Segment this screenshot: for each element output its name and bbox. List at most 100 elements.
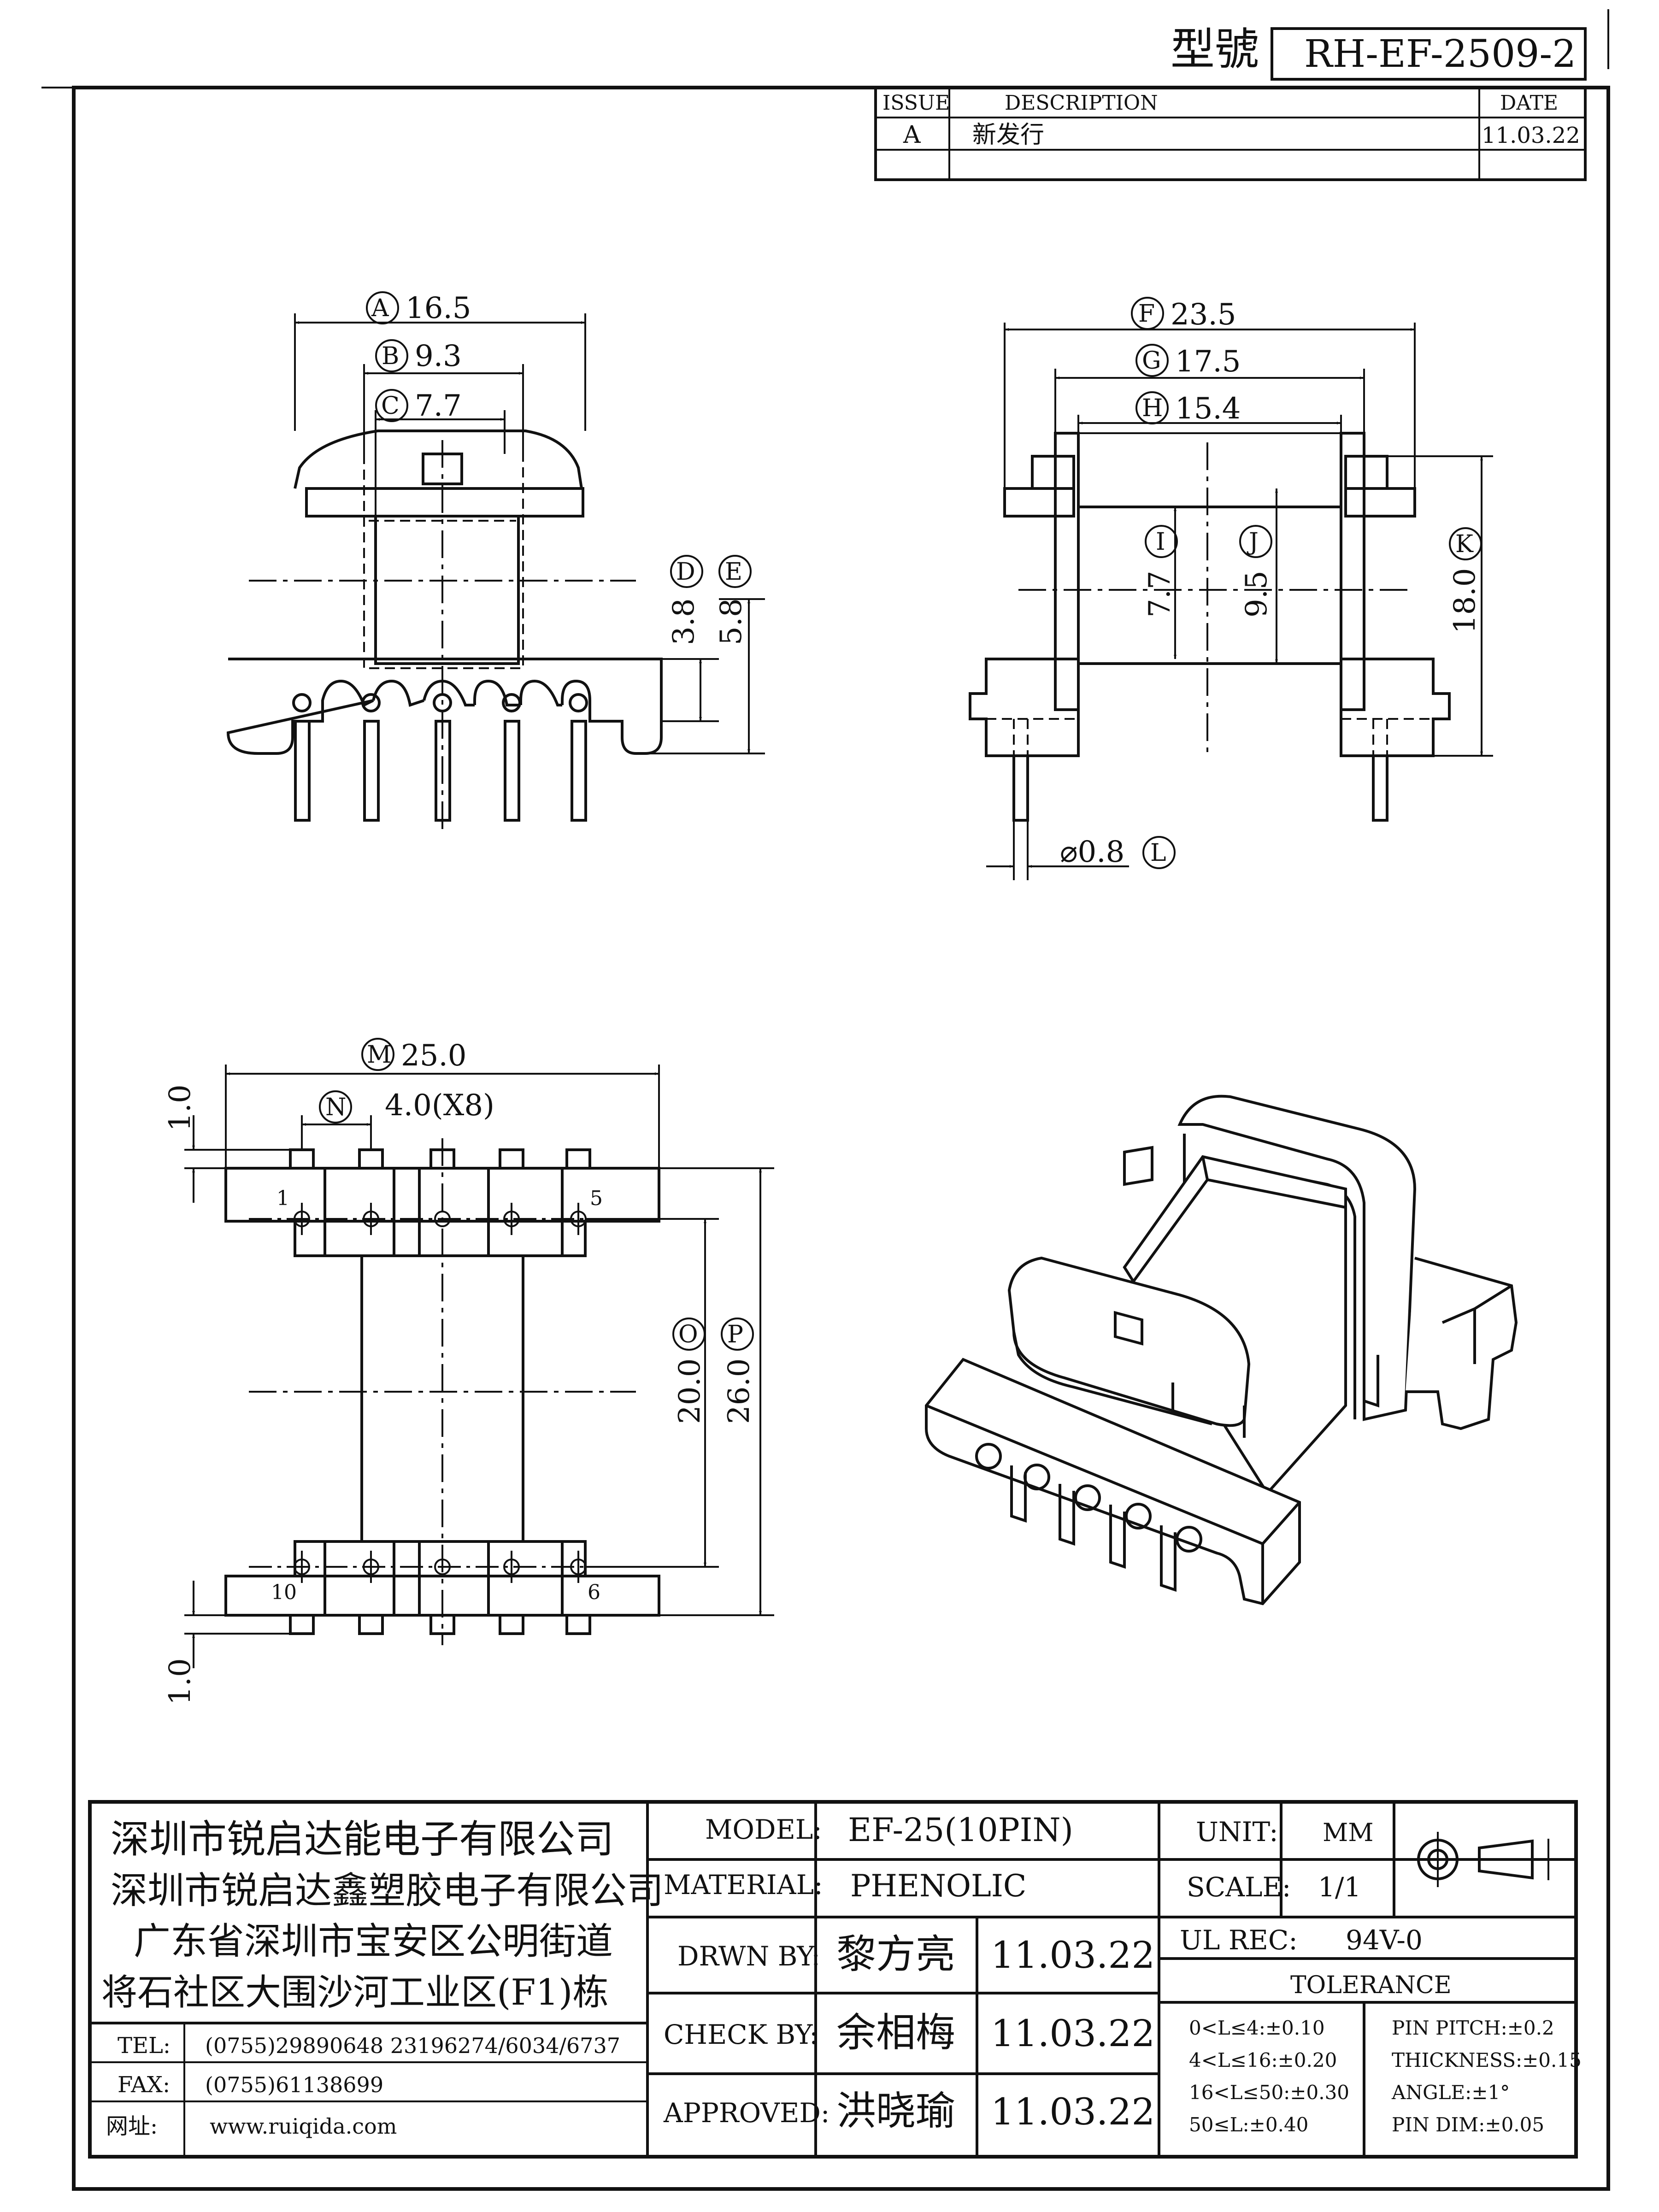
- svg-text:H: H: [1142, 394, 1163, 422]
- svg-text:O: O: [678, 1321, 698, 1348]
- fax-label: FAX:: [118, 2072, 170, 2098]
- drawn-name: 黎方亮: [836, 1931, 955, 1977]
- svg-text:J: J: [1247, 528, 1259, 556]
- scale-label: SCALE:: [1187, 1871, 1291, 1903]
- projection-symbol-icon: [1410, 1832, 1553, 1887]
- dim-M: M 25.0: [361, 1038, 467, 1073]
- dim-B: B 9.3: [375, 339, 462, 373]
- company-line-4: 将石社区大围沙河工业区(F1)栋: [101, 1972, 609, 2013]
- dim-G-value: 17.5: [1175, 345, 1241, 379]
- tol-right-4: PIN DIM:±0.05: [1392, 2113, 1544, 2136]
- dim-K: K 18.0: [1448, 527, 1482, 634]
- company-line-3: 广东省深圳市宝安区公明街道: [134, 1920, 613, 1963]
- rev-col-issue: ISSUE: [882, 91, 950, 115]
- svg-text:P: P: [727, 1321, 743, 1348]
- pin-label-6: 6: [588, 1581, 600, 1604]
- dim-L: ⌀0.8 L: [1060, 835, 1176, 869]
- dim-O: O 20.0: [672, 1318, 707, 1424]
- model-number-label: 型號: [1171, 24, 1259, 75]
- web-value: www.ruiqida.com: [210, 2114, 397, 2139]
- tolerance-label: TOLERANCE: [1290, 1971, 1452, 1999]
- dim-A-value: 16.5: [406, 291, 471, 325]
- tol-left-3: 16<L≤50:±0.30: [1189, 2081, 1349, 2104]
- dim-G: G 17.5: [1135, 344, 1241, 379]
- drawn-label: DRWN BY:: [677, 1941, 820, 1972]
- side-view: F 23.5 G 17.5 H 15.4 I 7.7 J 9.5: [969, 297, 1493, 880]
- ul-value: 94V-0: [1346, 1924, 1423, 1956]
- dim-E: E 5.8: [714, 555, 752, 645]
- isometric-view: [925, 1094, 1518, 1606]
- rev-row-description: 新发行: [972, 121, 1044, 149]
- company-line-2: 深圳市锐启达鑫塑胶电子有限公司: [111, 1869, 664, 1912]
- pin-label-5: 5: [590, 1187, 603, 1210]
- dim-J-value: 9.5: [1240, 571, 1274, 618]
- unit-label: UNIT:: [1196, 1816, 1278, 1847]
- unit-value: MM: [1323, 1818, 1374, 1847]
- company-line-1: 深圳市锐启达能电子有限公司: [111, 1817, 614, 1862]
- approved-label: APPROVED:: [663, 2097, 830, 2129]
- material-label: MATERIAL:: [664, 1869, 823, 1900]
- svg-text:D: D: [676, 558, 695, 586]
- offset-top-value: 1.0: [163, 1084, 197, 1131]
- tol-left-4: 50≤L:±0.40: [1189, 2113, 1308, 2136]
- rev-row-issue: A: [903, 121, 921, 149]
- check-label: CHECK BY:: [664, 2019, 818, 2050]
- tel-label: TEL:: [118, 2033, 171, 2059]
- svg-text:M: M: [367, 1041, 391, 1069]
- ul-label: UL REC:: [1180, 1924, 1298, 1956]
- tol-right-1: PIN PITCH:±0.2: [1392, 2017, 1554, 2039]
- pin-label-10: 10: [271, 1581, 297, 1604]
- dim-D: D 3.8: [667, 555, 703, 645]
- dim-C: C 7.7: [375, 389, 462, 423]
- check-name: 余相梅: [836, 2010, 955, 2056]
- model-value: EF-25(10PIN): [848, 1811, 1073, 1849]
- dim-H: H 15.4: [1135, 391, 1241, 426]
- fax-value: (0755)61138699: [205, 2072, 383, 2097]
- dim-P-value: 26.0: [722, 1359, 756, 1424]
- svg-text:F: F: [1138, 300, 1155, 328]
- dim-H-value: 15.4: [1175, 392, 1241, 426]
- dim-I: I 7.7: [1143, 525, 1178, 618]
- dim-P: P 26.0: [721, 1318, 756, 1424]
- approved-date: 11.03.22: [991, 2090, 1155, 2133]
- sheet-border: [72, 86, 1610, 2191]
- pin-label-1: 1: [276, 1187, 289, 1210]
- svg-text:B: B: [382, 342, 399, 370]
- dim-F: F 23.5: [1131, 297, 1236, 332]
- dim-N-value: 4.0(X8): [385, 1088, 494, 1123]
- dim-L-value: ⌀0.8: [1060, 835, 1124, 869]
- dim-M-value: 25.0: [401, 1039, 467, 1073]
- bottom-view: 1 5 10 6 M 25.0 N 4.0(X8) 1.0 1.: [163, 1038, 774, 1705]
- tel-value: (0755)29890648 23196274/6034/6737: [205, 2033, 620, 2058]
- tol-right-2: THICKNESS:±0.15: [1392, 2049, 1582, 2071]
- dim-D-value: 3.8: [667, 598, 701, 645]
- model-number-value: RH-EF-2509-2: [1304, 32, 1576, 76]
- dim-K-value: 18.0: [1448, 568, 1482, 634]
- dim-N: N 4.0(X8): [319, 1088, 494, 1124]
- tol-left-2: 4<L≤16:±0.20: [1189, 2049, 1337, 2071]
- rev-row-date: 11.03.22: [1482, 123, 1580, 148]
- dim-J: J 9.5: [1239, 525, 1274, 618]
- model-number-block: 型號 RH-EF-2509-2: [1171, 24, 1587, 81]
- web-label: 网址:: [106, 2113, 158, 2139]
- svg-text:C: C: [381, 392, 400, 420]
- svg-text:N: N: [325, 1094, 347, 1121]
- approved-name: 洪晓瑜: [836, 2088, 955, 2134]
- svg-text:L: L: [1150, 839, 1166, 867]
- dim-O-value: 20.0: [673, 1359, 707, 1424]
- rev-col-description: DESCRIPTION: [1005, 91, 1158, 115]
- tol-right-3: ANGLE:±1°: [1391, 2081, 1510, 2104]
- dim-E-value: 5.8: [714, 598, 748, 645]
- dim-B-value: 9.3: [415, 339, 462, 373]
- dim-C-value: 7.7: [415, 389, 462, 423]
- front-view: A 16.5 B 9.3 C 7.7 D 3.8 E 5.8: [226, 291, 765, 830]
- drawn-date: 11.03.22: [991, 1934, 1155, 1977]
- dim-A: A 16.5: [366, 291, 471, 325]
- svg-text:I: I: [1156, 528, 1165, 556]
- svg-text:G: G: [1142, 347, 1161, 375]
- dim-I-value: 7.7: [1143, 571, 1177, 618]
- scale-value: 1/1: [1318, 1871, 1361, 1903]
- model-label: MODEL:: [705, 1814, 822, 1845]
- svg-text:K: K: [1455, 530, 1474, 558]
